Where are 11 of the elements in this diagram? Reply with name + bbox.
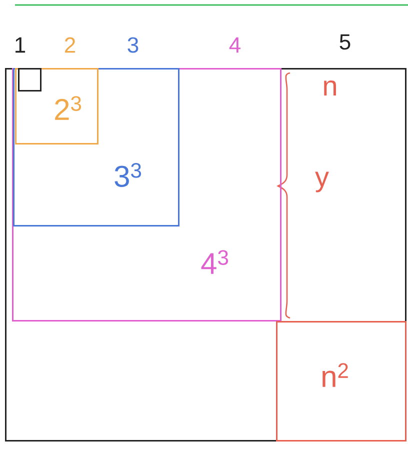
side-label: 2 <box>65 37 76 53</box>
side-label: 3 <box>128 37 138 53</box>
variable-label: y <box>315 172 329 192</box>
variable-label: n <box>324 80 336 96</box>
side-label: 5 <box>340 34 350 50</box>
square <box>5 68 406 442</box>
side-label: 1 <box>16 37 26 53</box>
square <box>18 68 42 92</box>
side-label: 4 <box>229 37 240 53</box>
square: n$^{2}$ <box>276 321 406 442</box>
square: 2$^{3}$ <box>15 68 98 144</box>
